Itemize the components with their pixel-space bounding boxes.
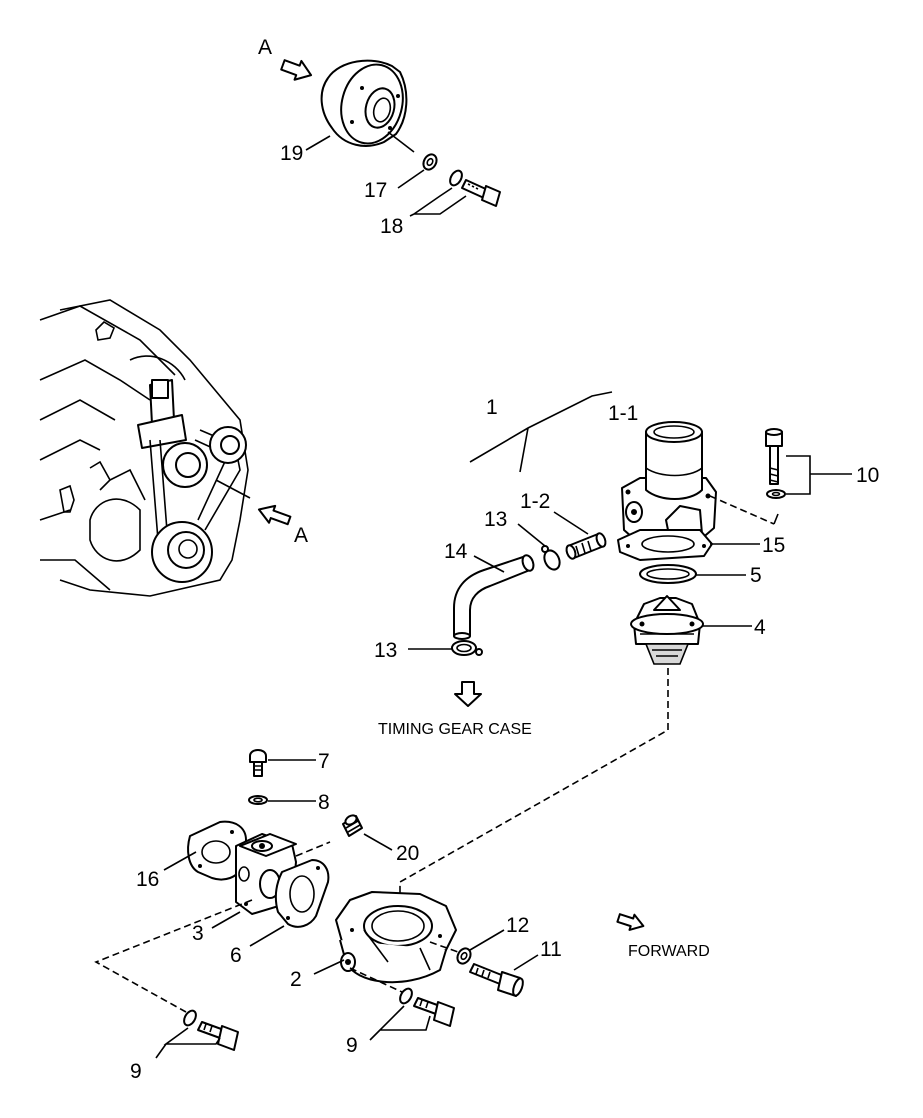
timing-gear-case-arrow <box>454 681 482 707</box>
timing-gear-case-caption: TIMING GEAR CASE <box>378 721 532 738</box>
part-label-17: 17 <box>364 179 387 202</box>
part-label-2: 2 <box>290 968 302 991</box>
part-label-12: 12 <box>506 914 529 937</box>
bolt-11[interactable] <box>469 963 525 997</box>
view-a-label-top: A <box>258 36 272 59</box>
engine-block-sketch <box>39 299 249 597</box>
pipe-fitting-1-2[interactable] <box>565 532 607 560</box>
part-label-7: 7 <box>318 750 330 773</box>
bypass-hose[interactable] <box>453 554 535 640</box>
idler-pulley[interactable] <box>320 58 412 151</box>
part-label-8: 8 <box>318 791 330 814</box>
part-label-13-lower: 13 <box>374 639 397 662</box>
bolt-10[interactable] <box>765 428 786 499</box>
bolt-9-right[interactable] <box>398 987 455 1027</box>
part-label-14: 14 <box>444 540 468 563</box>
part-label-13-upper: 13 <box>484 508 507 531</box>
bolt-9-left[interactable] <box>182 1009 239 1051</box>
thermostat-valve[interactable] <box>630 595 704 665</box>
plug-20[interactable] <box>342 814 363 837</box>
thermostat-housing[interactable] <box>621 421 717 553</box>
part-label-4: 4 <box>754 616 766 639</box>
part-label-20: 20 <box>396 842 419 865</box>
part-label-5: 5 <box>750 564 762 587</box>
part-label-1: 1 <box>486 396 498 419</box>
part-label-3: 3 <box>192 922 204 945</box>
part-label-18: 18 <box>380 215 403 238</box>
gasket-6[interactable] <box>274 859 330 928</box>
gasket-16[interactable] <box>187 820 247 881</box>
washer-12[interactable] <box>455 946 473 966</box>
part-label-6: 6 <box>230 944 242 967</box>
view-a-label-engine: A <box>294 524 308 547</box>
forward-arrow <box>616 913 645 931</box>
part-label-16: 16 <box>136 868 159 891</box>
part-label-11: 11 <box>540 938 562 961</box>
hose-clamp-13-lower[interactable] <box>451 640 483 656</box>
bolt-18[interactable] <box>448 169 501 207</box>
part-label-1-1: 1-1 <box>608 402 638 425</box>
water-flange[interactable] <box>335 891 457 984</box>
part-label-15: 15 <box>762 534 785 557</box>
hose-clamp-13-upper[interactable] <box>541 545 562 572</box>
forward-caption: FORWARD <box>628 943 710 960</box>
part-label-19: 19 <box>280 142 303 165</box>
part-label-1-2: 1-2 <box>520 490 550 513</box>
part-label-9-right: 9 <box>346 1034 358 1057</box>
view-a-arrow-top: A <box>258 36 313 81</box>
gasket-15[interactable] <box>617 529 713 561</box>
o-ring-5[interactable] <box>639 564 697 584</box>
part-label-9-left: 9 <box>130 1060 142 1083</box>
view-a-arrow-engine: A <box>257 504 308 547</box>
washer-8[interactable] <box>248 795 268 805</box>
drain-plug-7[interactable] <box>249 749 267 777</box>
washer-17[interactable] <box>421 152 439 172</box>
part-label-10: 10 <box>856 464 879 487</box>
